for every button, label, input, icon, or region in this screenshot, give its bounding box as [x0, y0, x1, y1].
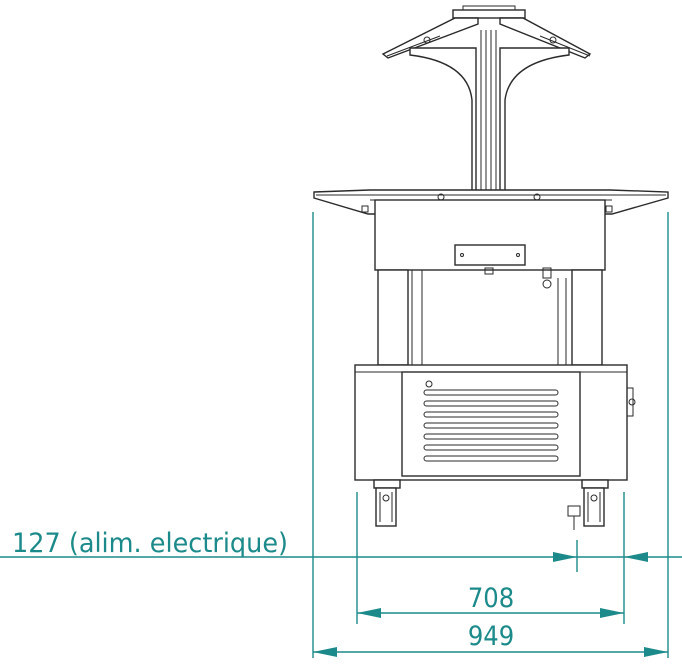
lower-cabinet	[354, 364, 636, 481]
uprights	[377, 269, 603, 366]
vent-slots	[423, 389, 559, 462]
central-column	[409, 30, 570, 240]
caster-right	[567, 479, 609, 530]
power-cable-label: 127 (alim. electrique)	[12, 528, 288, 559]
inner-width-label: 708	[468, 583, 514, 614]
upper-body	[374, 199, 606, 289]
buffet-cart-drawing	[313, 5, 669, 530]
dimension-lines	[0, 212, 682, 658]
caster-left	[373, 479, 401, 527]
overall-width-label: 949	[468, 621, 514, 652]
